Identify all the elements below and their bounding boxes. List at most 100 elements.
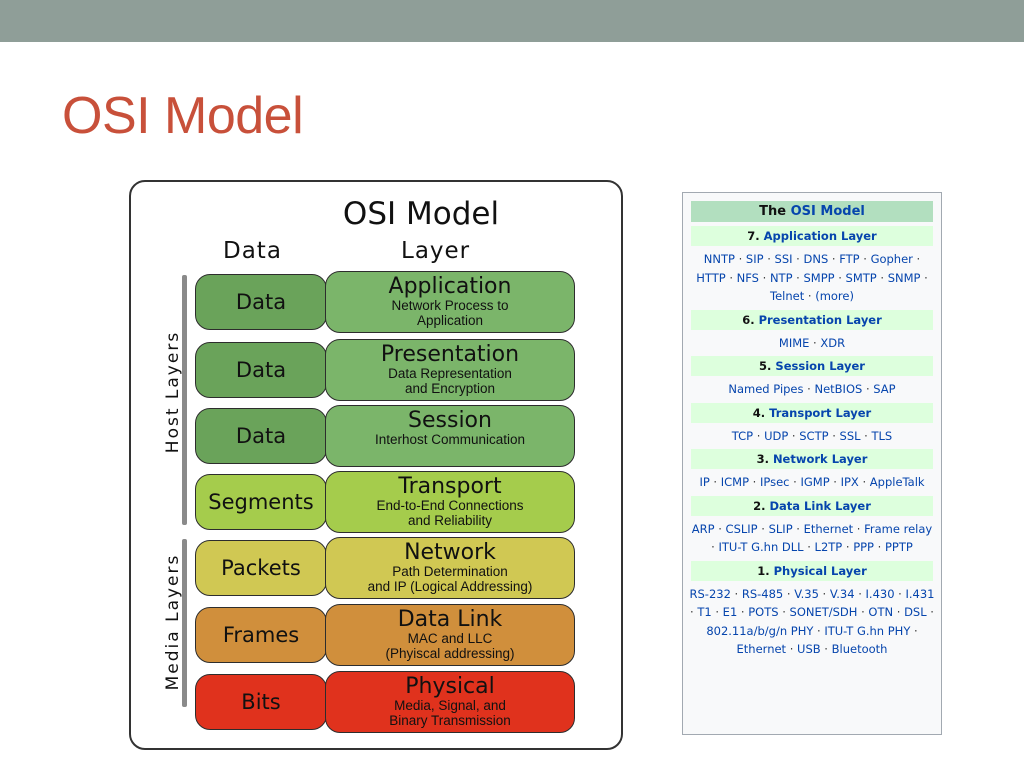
protocol-link[interactable]: SMTP xyxy=(845,270,877,285)
protocol-link[interactable]: ITU-T G.hn DLL xyxy=(718,540,804,554)
protocol-link[interactable]: DNS xyxy=(803,252,829,266)
protocol-link[interactable]: NTP xyxy=(769,270,793,285)
protocol-link[interactable]: MIME xyxy=(778,335,810,350)
separator-dot: · xyxy=(758,270,770,285)
layer-name: Application xyxy=(388,274,512,299)
protocol-link[interactable]: TCP xyxy=(731,428,754,443)
protocol-link[interactable]: RS-232 xyxy=(689,586,731,601)
section-link[interactable]: Network Layer xyxy=(772,452,868,466)
section-link[interactable]: Data Link Layer xyxy=(769,498,871,513)
layer-name: Network xyxy=(404,540,496,565)
separator-dot: · xyxy=(809,335,821,350)
protocol-link[interactable]: (more) xyxy=(815,289,854,303)
protocol-link[interactable]: SSI xyxy=(774,252,793,266)
protocol-link[interactable]: SLIP xyxy=(768,521,793,536)
protocol-link[interactable]: Gopher xyxy=(870,252,913,266)
separator-dot: · xyxy=(813,623,825,638)
separator-dot: · xyxy=(912,252,921,266)
navbox-section-header: 6. Presentation Layer xyxy=(691,309,933,330)
protocol-link[interactable]: V.34 xyxy=(829,586,855,601)
protocol-link[interactable]: TLS xyxy=(871,428,893,443)
protocol-link[interactable]: NFS xyxy=(736,270,759,285)
protocol-link[interactable]: SCTP xyxy=(799,428,829,443)
protocol-link[interactable]: ARP xyxy=(691,521,715,536)
protocol-link[interactable]: Ethernet xyxy=(803,521,854,536)
separator-dot: · xyxy=(753,428,765,443)
protocol-link[interactable]: Bluetooth xyxy=(831,642,888,656)
protocol-list: ARP · CSLIP · SLIP · Ethernet · Frame re… xyxy=(683,516,941,561)
separator-dot: · xyxy=(926,605,934,619)
protocol-link[interactable]: PPP xyxy=(853,540,874,554)
navbox-title: The OSI Model xyxy=(691,201,933,222)
protocol-link[interactable]: CSLIP xyxy=(725,521,758,536)
navbox-title-link[interactable]: OSI Model xyxy=(790,204,865,219)
host-layers-label: Host Layers xyxy=(163,330,183,454)
protocol-link[interactable]: V.35 xyxy=(794,586,819,601)
protocol-link[interactable]: L2TP xyxy=(814,540,843,554)
protocol-link[interactable]: SMPP xyxy=(803,270,835,285)
layer-name: Data Link xyxy=(397,607,503,632)
protocol-link[interactable]: FTP xyxy=(839,252,860,266)
protocol-link[interactable]: I.431 xyxy=(905,586,935,601)
separator-dot: · xyxy=(818,586,830,601)
protocol-link[interactable]: SIP xyxy=(745,252,764,266)
protocol-link[interactable]: T1 xyxy=(697,605,712,619)
protocol-link[interactable]: IPX xyxy=(840,475,859,489)
separator-dot: · xyxy=(860,428,872,443)
navbox-section-header: 3. Network Layer xyxy=(691,449,933,469)
protocol-link[interactable]: NNTP xyxy=(703,252,735,266)
section-number: 2. xyxy=(753,498,770,513)
data-unit-pill: Frames xyxy=(195,607,327,663)
separator-dot: · xyxy=(711,605,723,619)
section-number: 7. xyxy=(747,229,764,243)
protocol-link[interactable]: XDR xyxy=(820,335,846,350)
protocol-link[interactable]: ITU-T G.hn PHY xyxy=(824,623,911,638)
separator-dot: · xyxy=(803,382,815,396)
protocol-link[interactable]: OTN xyxy=(868,605,894,619)
protocol-link[interactable]: SNMP xyxy=(887,270,921,285)
protocol-link[interactable]: IPsec xyxy=(759,475,790,489)
protocol-link[interactable]: UDP xyxy=(764,428,789,443)
protocol-link[interactable]: Frame relay xyxy=(864,521,933,536)
protocol-link[interactable]: ICMP xyxy=(720,475,750,489)
protocol-link[interactable]: AppleTalk xyxy=(869,475,925,489)
protocol-link[interactable]: RS-485 xyxy=(741,586,784,601)
section-link[interactable]: Presentation Layer xyxy=(758,312,882,327)
separator-dot: · xyxy=(894,586,906,601)
protocol-link[interactable]: SONET/SDH xyxy=(789,605,858,619)
layer-description: and Encryption xyxy=(404,381,496,396)
column-header-data: Data xyxy=(223,238,282,264)
separator-dot: · xyxy=(893,605,905,619)
separator-dot: · xyxy=(711,540,719,554)
protocol-link[interactable]: SAP xyxy=(873,382,896,396)
protocol-link[interactable]: 802.11a/b/g/n PHY xyxy=(706,623,814,638)
protocol-link[interactable]: I.430 xyxy=(865,586,895,601)
protocol-link[interactable]: SSL xyxy=(839,428,861,443)
protocol-link[interactable]: NetBIOS xyxy=(814,382,863,396)
layer-name: Session xyxy=(408,408,492,433)
data-unit-pill: Data xyxy=(195,342,327,398)
protocol-link[interactable]: DSL xyxy=(904,605,927,619)
section-link[interactable]: Session Layer xyxy=(775,359,865,373)
protocol-link[interactable]: POTS xyxy=(748,605,779,619)
separator-dot: · xyxy=(829,475,841,489)
protocol-link[interactable]: IGMP xyxy=(800,475,830,489)
layer-description: and Reliability xyxy=(407,513,493,528)
separator-dot: · xyxy=(786,642,798,656)
section-link[interactable]: Application Layer xyxy=(763,229,877,243)
host-layers-bracket xyxy=(182,275,187,525)
protocol-link[interactable]: Telnet xyxy=(770,289,805,303)
protocol-link[interactable]: HTTP xyxy=(696,270,726,285)
protocol-link[interactable]: PPTP xyxy=(884,540,913,554)
layer-description: Binary Transmission xyxy=(389,713,511,728)
section-link[interactable]: Transport Layer xyxy=(769,405,872,420)
protocol-link[interactable]: Named Pipes xyxy=(728,382,804,396)
protocol-link[interactable]: USB xyxy=(797,642,821,656)
protocol-link[interactable]: Ethernet xyxy=(736,642,787,656)
protocol-link[interactable]: IP xyxy=(699,475,710,489)
section-link[interactable]: Physical Layer xyxy=(773,563,867,578)
protocol-link[interactable]: E1 xyxy=(722,605,738,619)
